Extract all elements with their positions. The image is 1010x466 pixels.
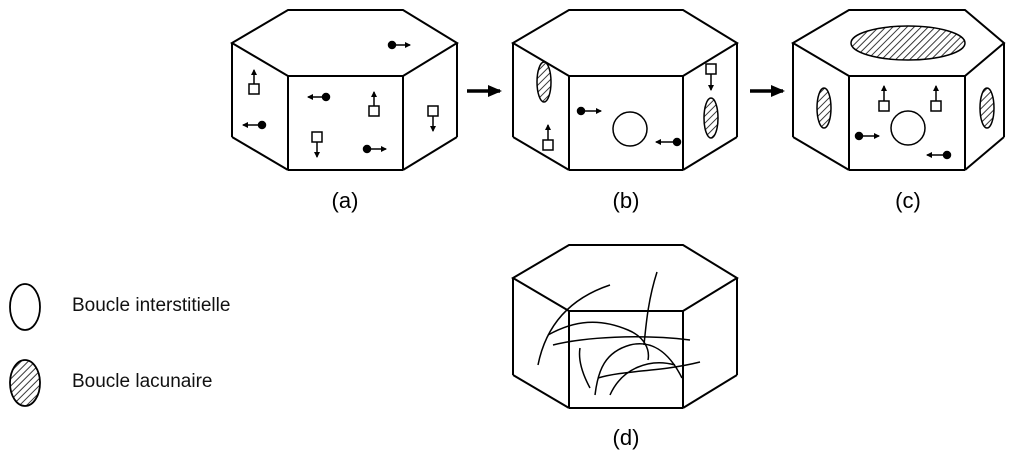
defects-c — [816, 25, 995, 160]
interstitial-loop-b — [612, 111, 648, 147]
legend-interstitial-loop-symbol — [9, 283, 41, 331]
legend-vacancy-label: Boucle lacunaire — [72, 371, 213, 392]
defects-a — [242, 40, 439, 158]
vacancy-loop-b-left — [536, 61, 552, 103]
vacancy-loop-c-right — [979, 87, 995, 129]
crystal-b — [511, 9, 739, 171]
vacancy-loop-c-left — [816, 87, 832, 129]
caption-b: (b) — [612, 188, 640, 213]
caption-c: (c) — [895, 188, 921, 213]
caption-a: (a) — [331, 188, 359, 213]
vacancy-loop-c-top — [850, 25, 966, 61]
legend-interstitial-label: Boucle interstitielle — [72, 295, 231, 316]
vacancy-loop-b-right — [703, 97, 719, 139]
caption-d: (d) — [612, 425, 640, 450]
crystal-d — [511, 244, 739, 409]
dislocation-network-d — [537, 271, 701, 396]
interstitial-loop-c — [890, 110, 926, 146]
defects-b — [536, 61, 719, 151]
legend-vacancy-loop-symbol — [9, 359, 41, 407]
crystal-a — [230, 9, 459, 171]
